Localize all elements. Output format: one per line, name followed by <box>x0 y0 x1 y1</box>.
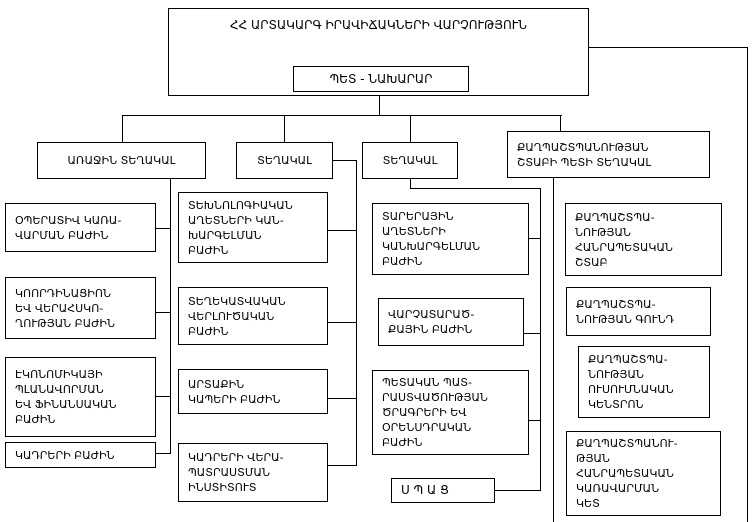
civil-defense-training-center-box: ՔԱՂՊԱՇՏՊԱ- ՆՈՒԹՅԱՆ ՈՒՍՈՒՄՆԱԿԱՆ ԿԵՆՏՐՈՆ <box>578 346 710 418</box>
civil-defense-regiment-box: ՔԱՂՊԱՇՏՊԱ- ՆՈՒԹՅԱՆ ԳՈՒՆԴ <box>566 287 711 336</box>
connector-line <box>328 322 356 323</box>
personnel-retraining-institute-box: ԿԱԴՐԵՐԻ ՎԵՐԱ- ՊԱՏՐԱՍՏՄԱՆ ԻՆՍՏԻՏՈՒՏ <box>178 443 328 502</box>
connector-line <box>328 465 356 466</box>
connector-line <box>747 47 748 522</box>
connector-line <box>410 188 541 189</box>
connector-line <box>156 228 170 229</box>
personnel-division-box: ԿԱԴՐԵՐԻ ԲԱԺԻՆ <box>5 442 156 468</box>
technological-disasters-prevention-division-box: ՏԵԽՆՈԼՈԳԻԱԿԱՆ ԱՂԵՏՆԵՐԻ ԿԱՆ- ԽԱՐԳԵԼՄԱՆ ԲԱ… <box>178 192 328 263</box>
connector-line <box>328 230 356 231</box>
state-preparedness-legislative-division-box: ՊԵՏԱԿԱՆ ՊԱՏ- ՐԱՍՏՎԱԾՈՒԹՅԱՆ ԾՐԱԳՐԵՐԻ ԵՎ Օ… <box>372 370 529 455</box>
information-analytical-division-box: ՏԵՂԵԿԱՏՎԱԿԱՆ ՎԵՐԼՈՒԾԱԿԱՆ ԲԱԺԻՆ <box>178 287 328 345</box>
coordination-supervision-division-box: ԿՈՈՐԴԻՆԱՑԻՈՆ ԵՎ ՎԵՐԱՀՍԿՈ- ՂՈՒԹՅԱՆ ԲԱԺԻՆ <box>5 277 156 339</box>
connector-line <box>410 116 411 142</box>
connector-line <box>410 179 411 189</box>
civil-defense-republican-command-post-box: ՔԱՂՊԱՇՏՊԱՆՈՒ- ԹՅԱՆ ՀԱՆՐԱՊԵՏԱԿԱՆ ԿԱՌԱՎԱՐՄ… <box>566 431 721 516</box>
connector-line <box>553 178 554 522</box>
connector-line <box>156 396 170 397</box>
chief-minister-box: ՊԵՏ - ՆԱԽԱՐԱՐ <box>293 66 469 92</box>
connector-line <box>529 238 540 239</box>
connector-line <box>589 47 748 48</box>
external-relations-division-box: ԱՐՏԱՔԻՆ ԿԱՊԵՐԻ ԲԱԺԻՆ <box>178 369 328 414</box>
connector-line <box>156 453 170 454</box>
first-deputy-box: ԱՌԱՋԻՆ ՏԵՂԱԿԱԼ <box>37 142 206 179</box>
deputy-box-3: ՏԵՂԱԿԱԼ <box>362 142 458 179</box>
connector-line <box>560 116 561 131</box>
administration-title: ՀՀ ԱՐՏԱԿԱՐԳ ԻՐԱՎԻՃԱԿՆԵՐԻ ՎԱՐՉՈՒԹՅՈՒՆ <box>230 18 527 32</box>
connector-line <box>524 333 540 334</box>
connector-line <box>356 160 357 466</box>
connector-line <box>540 188 541 491</box>
civil-defense-staff-deputy-box: ՔԱՂՊԱՇՏՊԱՆՈՒԹՅԱՆ ՇՏԱԲԻ ՊԵՏԻ ՏԵՂԱԿԱԼ <box>507 131 710 178</box>
administrative-territorial-division-box: ՎԱՐՉԱՏԱՐԱԾ- ՔԱՅԻՆ ԲԱԺԻՆ <box>378 298 524 346</box>
connector-line <box>284 116 285 142</box>
connector-line <box>328 398 356 399</box>
connector-line <box>379 96 380 116</box>
chief-minister-label: ՊԵՏ - ՆԱԽԱՐԱՐ <box>329 71 433 86</box>
spac-box: Ս Պ Ա Ց <box>391 478 495 503</box>
connector-line <box>122 116 123 142</box>
natural-disasters-prevention-division-box: ՏԱՐԵՐԱՅԻՆ ԱՂԵՏՆԵՐԻ ԿԱՆԽԱՐԳԵԼՄԱՆ ԲԱԺԻՆ <box>372 203 529 275</box>
connector-line <box>529 420 540 421</box>
economic-planning-finance-division-box: ԷԿՈՆՈՄԻԿԱՅԻ ՊԼԱՆԱՎՈՐՄԱՆ ԵՎ ՖԻՆԱՆՍԱԿԱՆ ԲԱ… <box>5 357 156 437</box>
deputy-box-2: ՏԵՂԱԿԱԼ <box>236 142 333 179</box>
operative-management-division-box: ՕՊԵՐԱՏԻՎ ԿԱՌԱ- ՎԱՐՄԱՆ ԲԱԺԻՆ <box>5 203 156 252</box>
connector-line <box>156 312 170 313</box>
connector-line <box>333 160 357 161</box>
connector-line <box>495 490 540 491</box>
civil-defense-republican-staff-box: ՔԱՂՊԱՇՏՊԱ- ՆՈՒԹՅԱՆ ՀԱՆՐԱՊԵՏԱԿԱՆ ՇՏԱԲ <box>565 203 722 276</box>
connector-line <box>170 179 171 454</box>
connector-line <box>122 115 562 116</box>
